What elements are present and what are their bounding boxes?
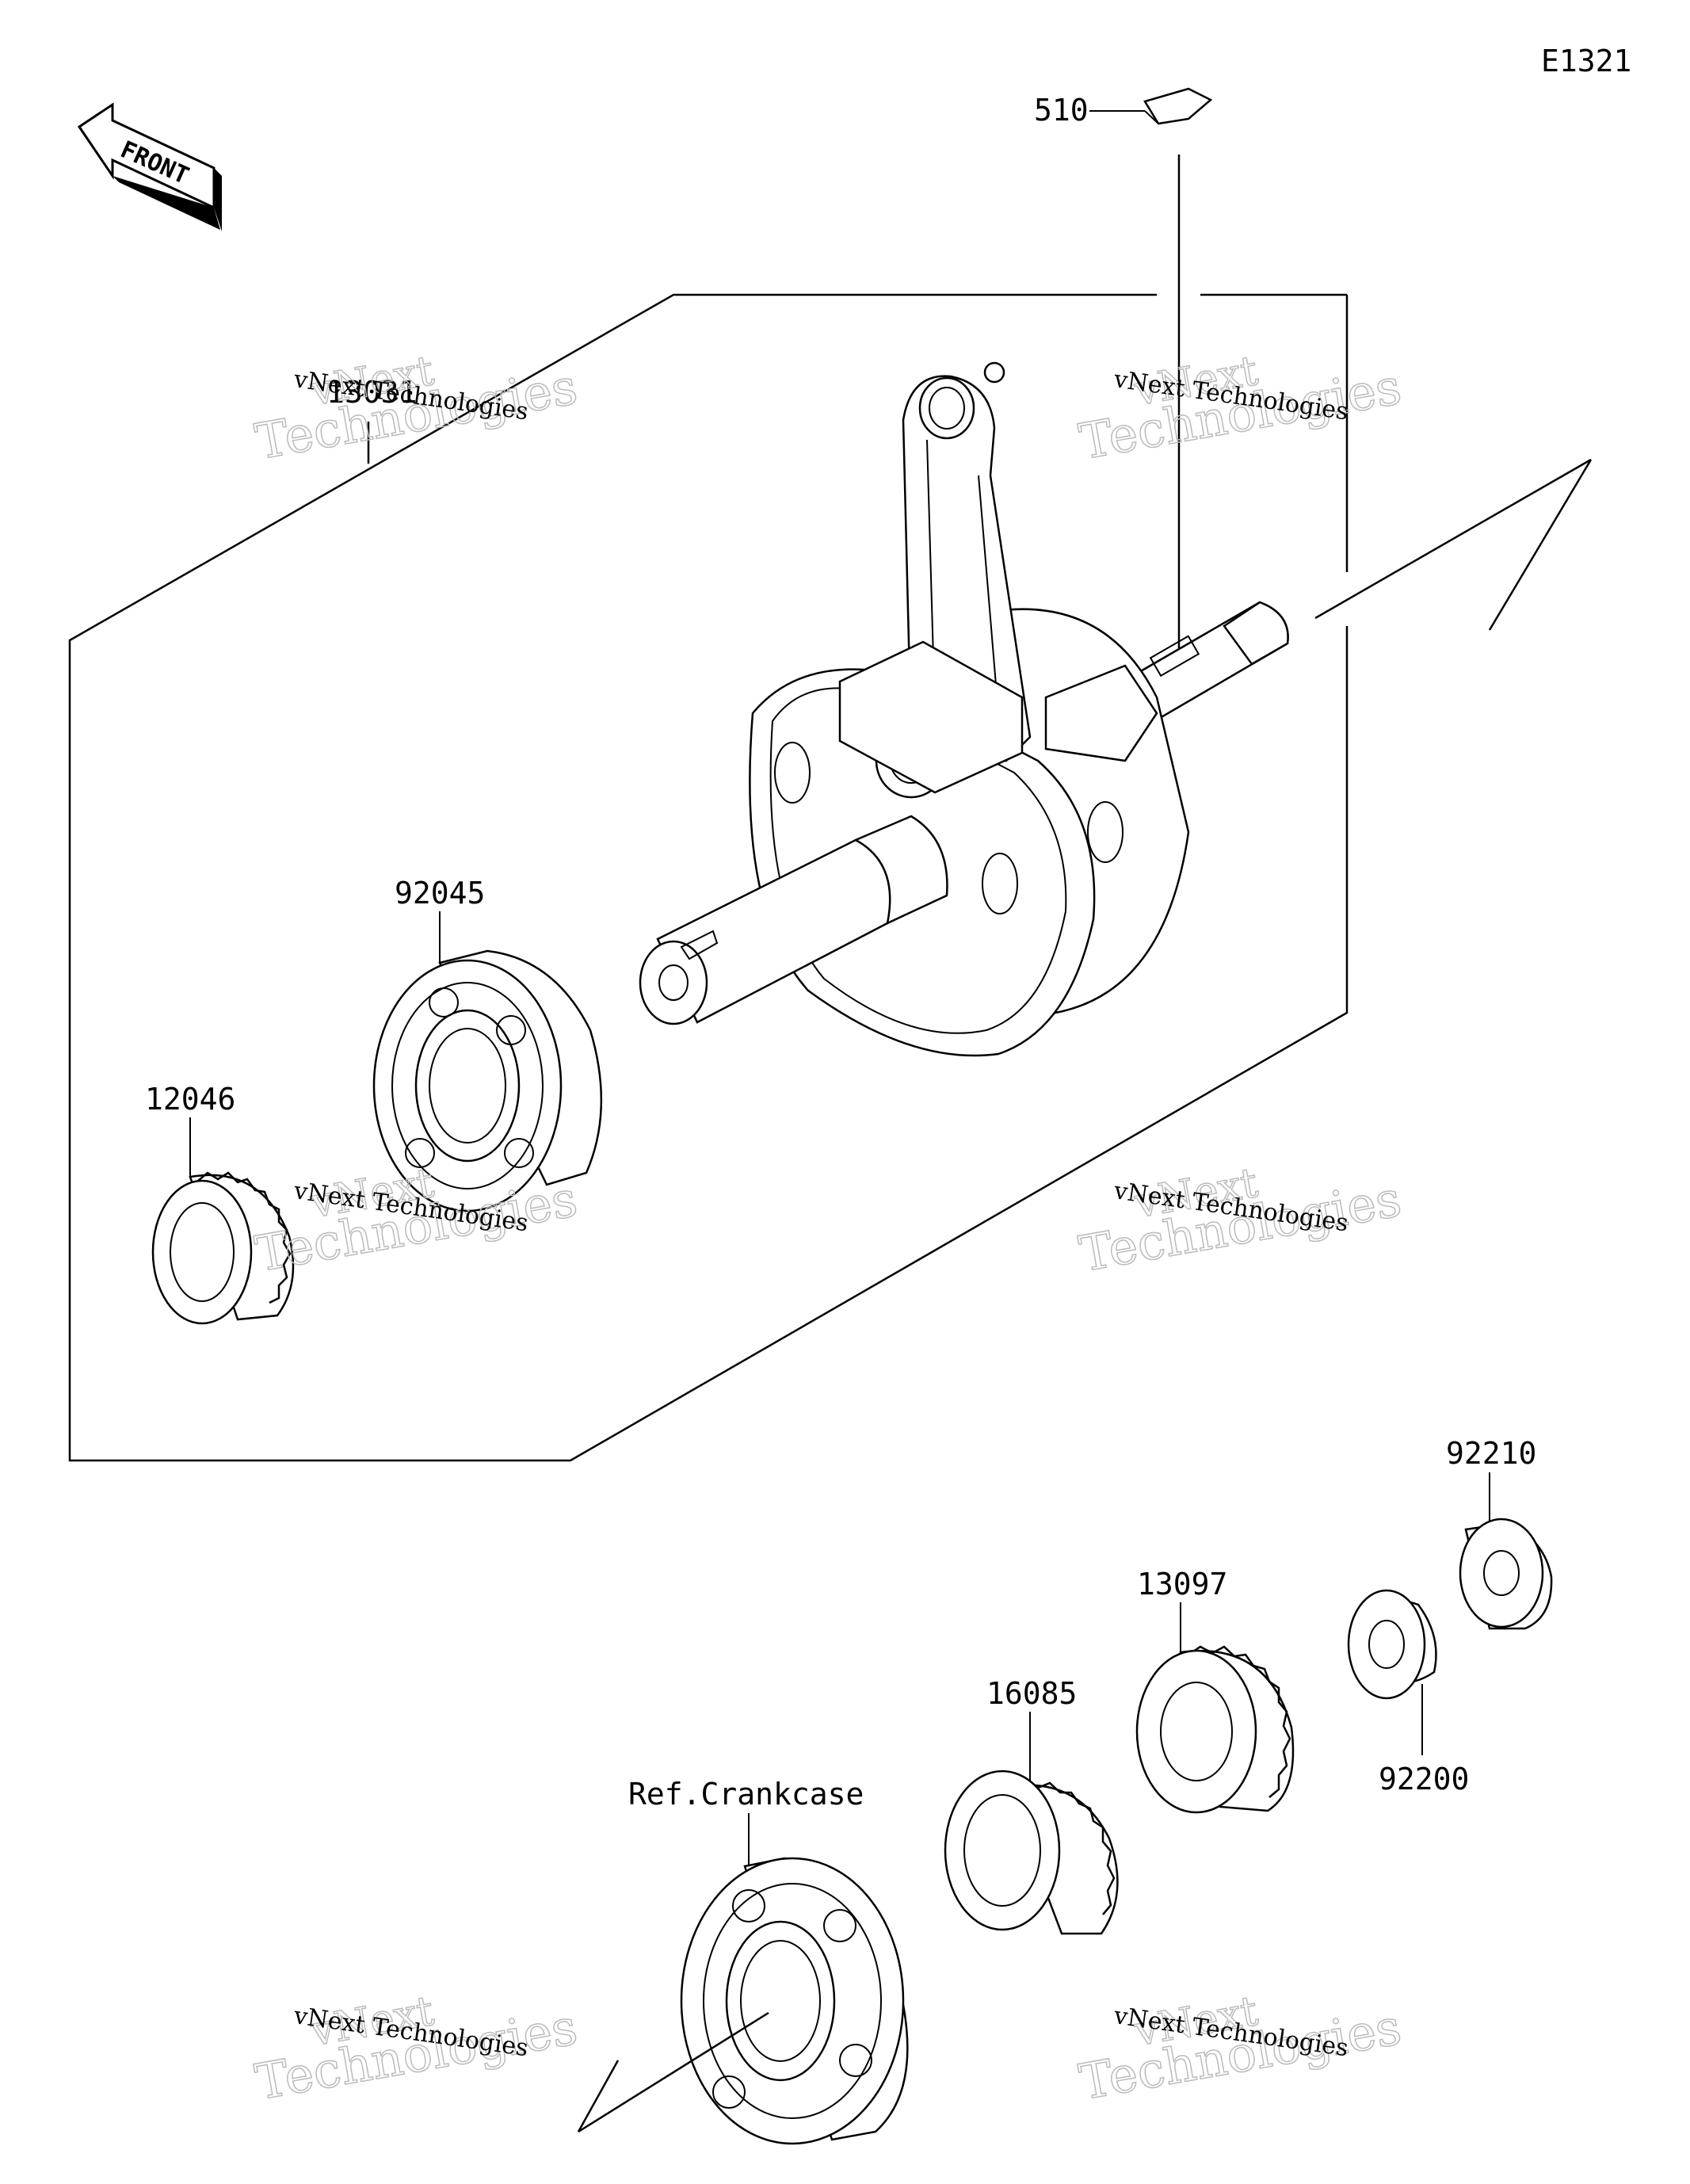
crankshaft-drawing bbox=[639, 361, 1593, 1057]
washer-92200: 92200 bbox=[1347, 1589, 1469, 1796]
key-part: 510 bbox=[1034, 87, 1213, 658]
bearing-92045: 92045 bbox=[372, 876, 603, 1212]
front-arrow-icon: FRONT bbox=[77, 102, 222, 231]
part-label-13031: 13031 bbox=[326, 375, 417, 410]
nut-92210: 92210 bbox=[1446, 1436, 1553, 1630]
part-label-ref-crankcase: Ref.Crankcase bbox=[628, 1777, 864, 1812]
part-label-92200: 92200 bbox=[1379, 1762, 1469, 1796]
gear-13097: 13097 bbox=[1135, 1567, 1295, 1814]
part-label-510: 510 bbox=[1034, 93, 1089, 128]
gear-12046: 12046 bbox=[145, 1082, 295, 1325]
part-label-12046: 12046 bbox=[145, 1082, 235, 1117]
part-label-16085: 16085 bbox=[986, 1676, 1077, 1711]
ref-crankcase-bearing: Ref.Crankcase bbox=[577, 1777, 909, 2145]
part-label-92210: 92210 bbox=[1446, 1436, 1536, 1471]
gear-16085: 16085 bbox=[944, 1676, 1119, 1935]
diagram-code: E1321 bbox=[1541, 44, 1631, 78]
assembly-frame bbox=[68, 293, 1349, 1462]
part-label-13097: 13097 bbox=[1137, 1567, 1227, 1602]
part-label-92045: 92045 bbox=[395, 876, 485, 911]
